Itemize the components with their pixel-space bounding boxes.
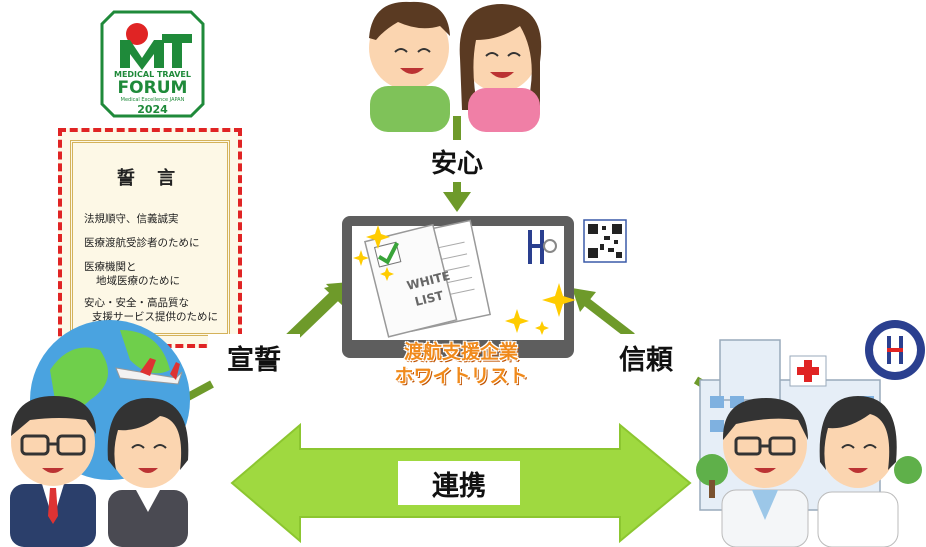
jih-mark-icon (528, 230, 557, 264)
paper-text-list: LIST (413, 288, 445, 309)
certificate-line: 支援サービス提供のために (92, 311, 218, 323)
doctor-nurse-icon (721, 396, 899, 547)
logo-line3: Medical Excellence JAPAN (120, 97, 185, 103)
logo-line2: FORUM (117, 78, 188, 98)
certificate-line: 安心・安全・高品質な (84, 297, 189, 309)
anshin-label: 安心 (412, 140, 502, 182)
family-icon (369, 1, 542, 132)
whitelist-title-line1: 渡航支援企業 (403, 341, 518, 363)
renkei-label: 連携 (398, 461, 520, 505)
mtf-logo: MEDICAL TRAVEL FORUM Medical Excellence … (100, 10, 205, 118)
sensei-label: 宣誓 (208, 334, 300, 380)
business-people-icon (10, 396, 189, 547)
logo-line1: MEDICAL TRAVEL (113, 70, 191, 79)
certificate-line: 医療機関と (84, 261, 137, 273)
certificate-line: 医療渡航受診者のために (84, 237, 200, 249)
shinrai-label: 信頼 (600, 334, 692, 380)
airplane-icon (115, 358, 183, 385)
sparkle-icons (353, 225, 576, 335)
whitelist-title: 渡航支援企業 ホワイトリスト (346, 340, 576, 388)
whitelist-title-line2: ホワイトリスト (394, 365, 528, 387)
jih-badge-icon (865, 320, 925, 380)
logo-year: 2024 (137, 103, 168, 116)
qr-code-icon (583, 219, 627, 263)
certificate-line: 地域医療のために (96, 275, 180, 287)
certificate-line: 法規順守、信義誠実 (84, 213, 179, 225)
certificate-title: 誓 言 (116, 168, 184, 189)
